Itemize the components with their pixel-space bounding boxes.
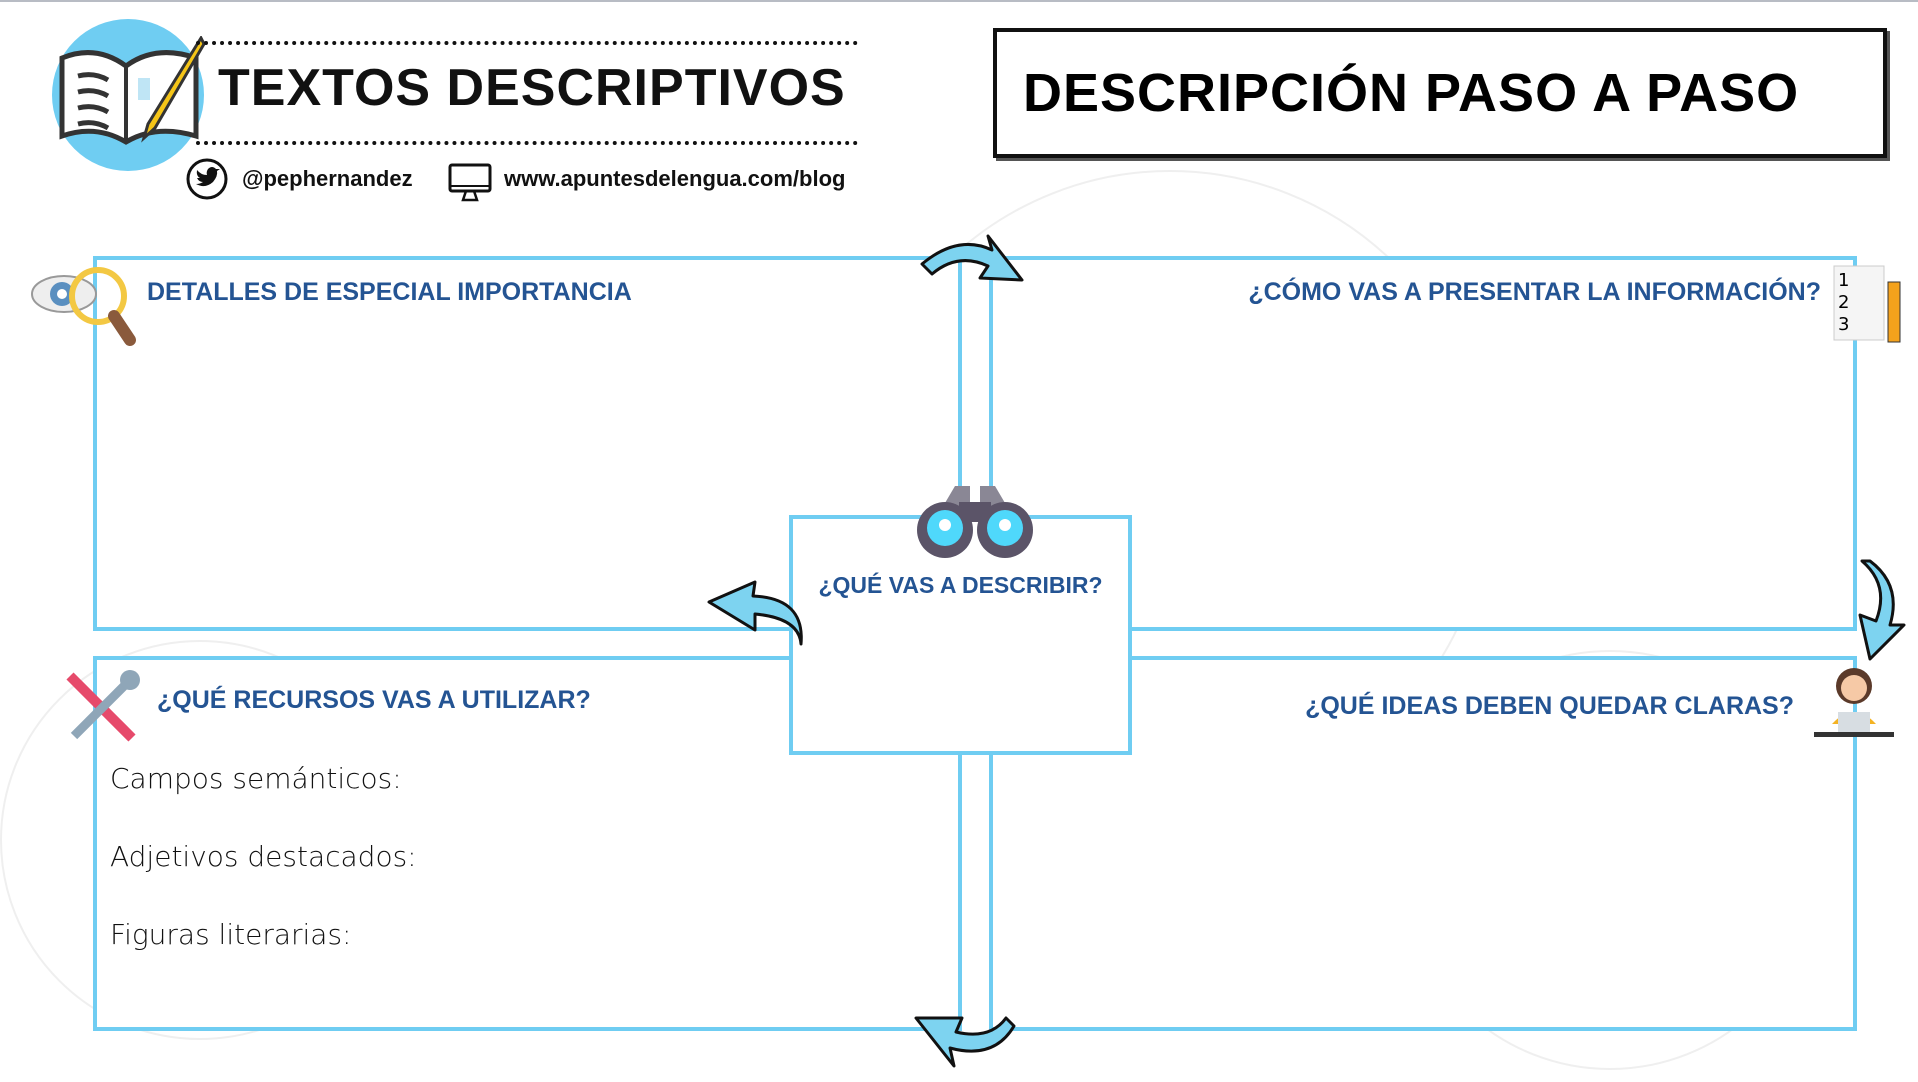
magnifier-eye-icon — [31, 267, 136, 346]
resource-line-adjectives: Adjetivos destacados: — [110, 840, 417, 873]
svg-text:1: 1 — [1838, 270, 1849, 291]
arrow-down-icon — [1858, 559, 1906, 661]
resource-line-figures: Figuras literarias: — [110, 918, 352, 951]
numbered-list-icon: 123 — [1833, 265, 1901, 343]
panel-details-heading: DETALLES DE ESPECIAL IMPORTANCIA — [147, 278, 632, 306]
dotted-divider — [196, 41, 858, 45]
panel-key-ideas[interactable] — [989, 656, 1857, 1031]
tools-icon — [66, 670, 140, 742]
panel-subject[interactable] — [789, 515, 1132, 755]
main-title: DESCRIPCIÓN PASO A PASO — [1023, 63, 1800, 123]
panel-presentation-heading: ¿CÓMO VAS A PRESENTAR LA INFORMACIÓN? — [1248, 278, 1821, 306]
person-laptop-icon — [1814, 668, 1894, 737]
panel-resources-heading: ¿QUÉ RECURSOS VAS A UTILIZAR? — [157, 686, 591, 714]
arrow-right-icon — [920, 234, 1024, 282]
header-title: TEXTOS DESCRIPTIVOS — [218, 59, 846, 117]
twitter-icon — [186, 158, 228, 200]
resource-line-semantic-fields: Campos semánticos: — [110, 762, 402, 795]
monitor-icon — [448, 163, 492, 202]
svg-text:3: 3 — [1838, 314, 1849, 335]
panel-key-ideas-heading: ¿QUÉ IDEAS DEBEN QUEDAR CLARAS? — [1305, 692, 1794, 720]
arrow-bottom-left-icon — [914, 1016, 1016, 1068]
main-title-box: DESCRIPCIÓN PASO A PASO — [993, 28, 1887, 158]
book-pencil-icon — [59, 36, 206, 145]
twitter-handle-link[interactable]: @pephernandez — [242, 166, 413, 191]
website-link[interactable]: www.apuntesdelengua.com/blog — [504, 166, 846, 191]
arrow-left-icon — [707, 580, 803, 646]
top-divider — [0, 0, 1918, 2]
svg-text:2: 2 — [1838, 292, 1849, 313]
dotted-divider — [196, 141, 858, 145]
panel-subject-heading: ¿QUÉ VAS A DESCRIBIR? — [818, 572, 1103, 598]
binoculars-icon — [917, 486, 1033, 558]
panel-presentation[interactable] — [989, 256, 1857, 631]
